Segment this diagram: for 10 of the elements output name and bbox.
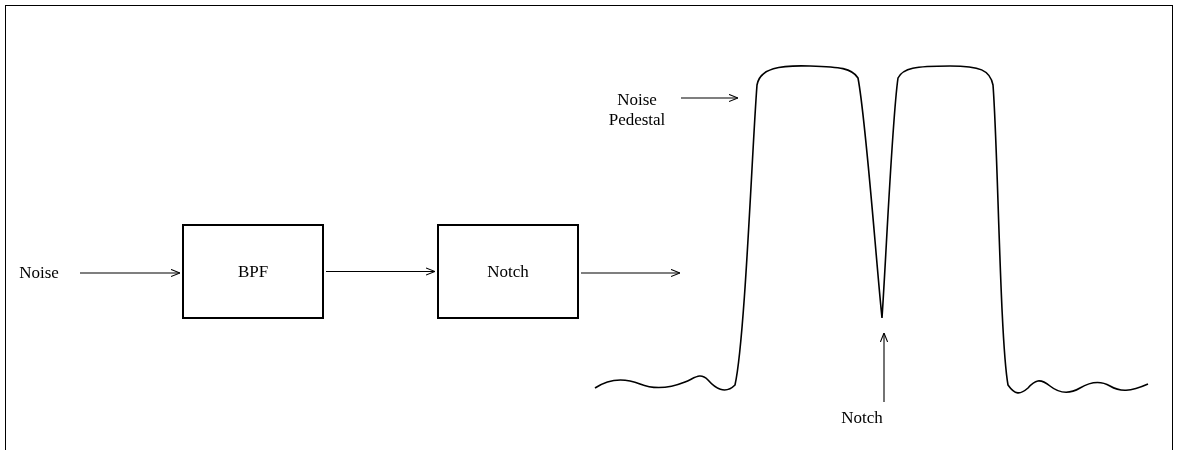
callout-label: Notch — [830, 405, 894, 431]
input-label: Noise — [8, 260, 70, 286]
filter-block: Notch — [437, 224, 579, 319]
arrow — [580, 268, 681, 278]
leader-line — [879, 332, 889, 403]
leader-line — [680, 93, 739, 103]
arrow — [79, 268, 181, 278]
filter-block: BPF — [182, 224, 324, 319]
callout-label: Noise Pedestal — [596, 84, 678, 136]
arrow — [325, 267, 436, 276]
